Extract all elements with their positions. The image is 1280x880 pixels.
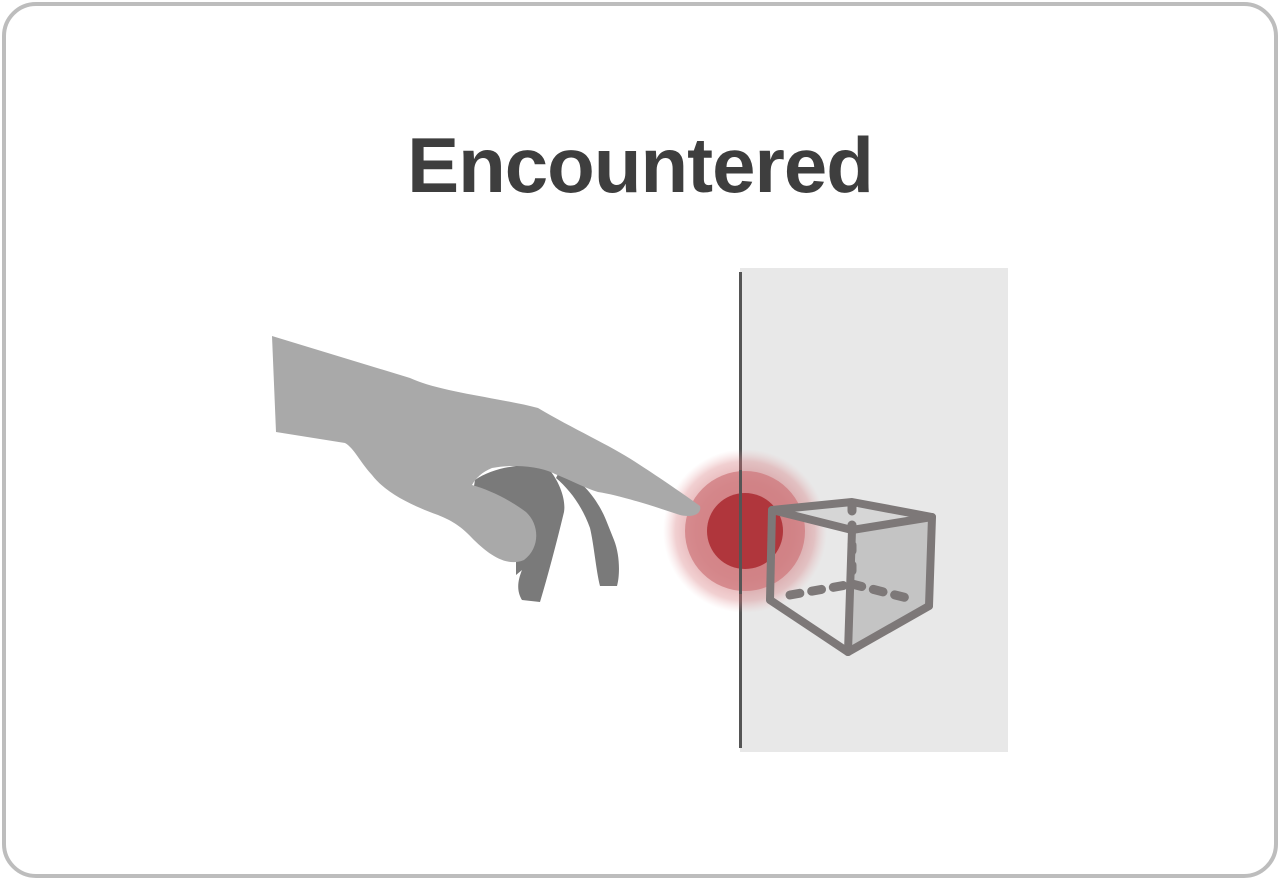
contact-pulse-icon — [663, 449, 827, 613]
diagram-title: Encountered — [407, 121, 874, 209]
cube-icon — [766, 498, 936, 656]
hand-icon — [272, 336, 701, 602]
